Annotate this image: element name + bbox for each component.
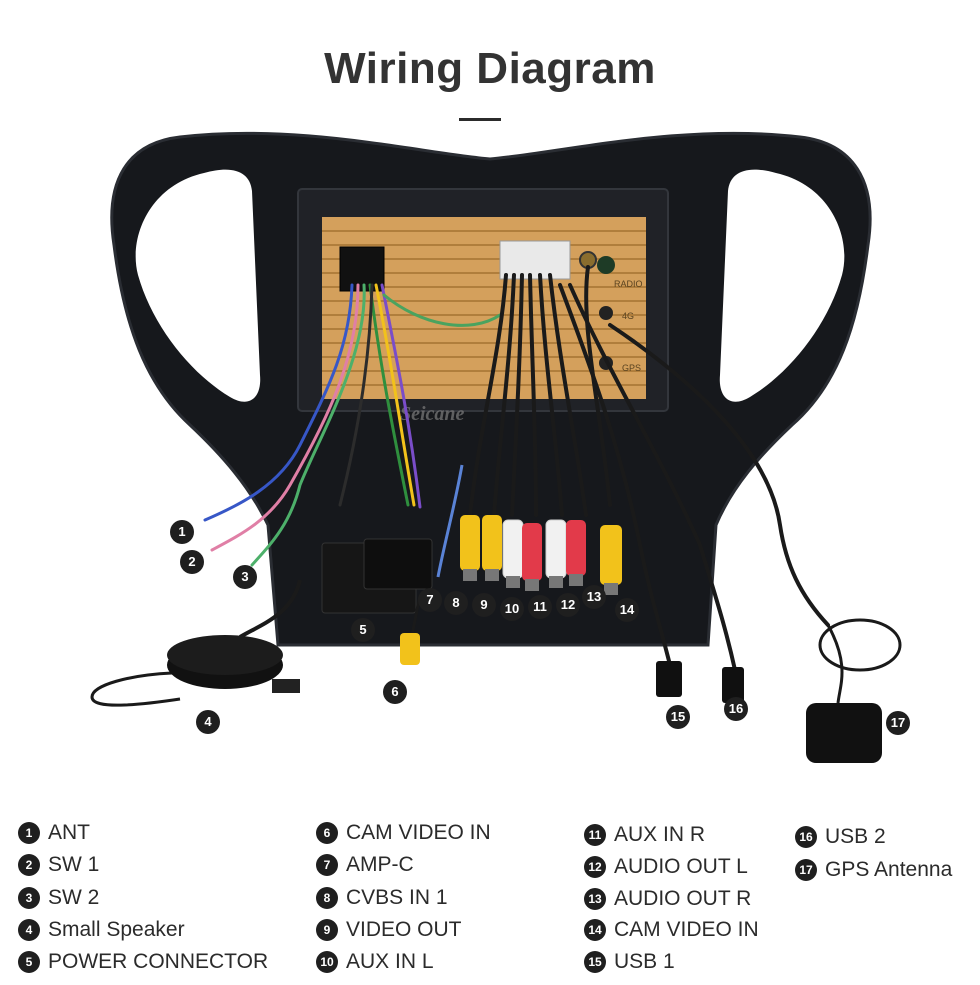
legend-item-12: 12 AUDIO OUT L [584, 853, 748, 881]
legend-badge: 10 [316, 951, 338, 973]
legend-label: AUX IN L [346, 950, 434, 973]
rca-plug-9 [482, 515, 502, 571]
legend-label: SW 2 [48, 886, 100, 909]
speaker-cable [90, 671, 181, 707]
legend-item-8: 8 CVBS IN 1 [316, 884, 448, 912]
legend-label: AUDIO OUT L [614, 855, 748, 878]
legend-badge: 1 [18, 822, 40, 844]
callout-15: 15 [666, 705, 690, 729]
legend-item-16: 16 USB 2 [795, 823, 886, 851]
legend-label: AUDIO OUT R [614, 887, 752, 910]
rca-plug-8 [460, 515, 480, 571]
legend-item-2: 2 SW 1 [18, 851, 99, 879]
legend-badge: 17 [795, 859, 817, 881]
left-cutout [135, 169, 261, 402]
legend-badge: 2 [18, 854, 40, 876]
legend-badge: 3 [18, 887, 40, 909]
page-title: Wiring Diagram [324, 44, 656, 93]
legend-item-6: 6 CAM VIDEO IN [316, 819, 491, 847]
callout-14: 14 [615, 598, 639, 622]
legend-item-3: 3 SW 2 [18, 884, 99, 912]
legend-label: CVBS IN 1 [346, 886, 448, 909]
head-unit-illustration: RADIO 4G GPS Seicane [90, 131, 902, 763]
watermark: Seicane [400, 403, 465, 425]
legend-label: USB 2 [825, 825, 886, 848]
legend-badge: 7 [316, 854, 338, 876]
callout-7: 7 [418, 588, 442, 612]
rca-plug-12 [545, 519, 567, 579]
legend-badge: 11 [584, 824, 606, 846]
legend-label: VIDEO OUT [346, 918, 462, 941]
legend-label: USB 1 [614, 950, 675, 973]
legend-item-9: 9 VIDEO OUT [316, 916, 462, 944]
callout-2: 2 [180, 550, 204, 574]
rca-plug-11 [522, 523, 542, 581]
title-underline [459, 118, 501, 121]
legend-label: GPS Antenna [825, 858, 953, 881]
legend-label: AUX IN R [614, 823, 706, 846]
callout-10: 10 [500, 597, 524, 621]
rca-plug-10 [502, 519, 524, 579]
rca-cam-video-in-1 [400, 633, 420, 665]
callout-5: 5 [351, 618, 375, 642]
legend-label: AMP-C [346, 853, 414, 876]
legend-label: CAM VIDEO IN [614, 918, 759, 941]
legend-item-5: 5 POWER CONNECTOR [18, 948, 268, 976]
callout-9: 9 [472, 593, 496, 617]
legend-badge: 13 [584, 888, 606, 910]
legend-badge: 5 [18, 951, 40, 973]
callout-6: 6 [383, 680, 407, 704]
usb-1-plug [656, 661, 682, 697]
legend-item-14: 14 CAM VIDEO IN [584, 916, 759, 944]
legend-badge: 9 [316, 919, 338, 941]
callout-1: 1 [170, 520, 194, 544]
legend-label: SW 1 [48, 853, 100, 876]
rca-plug-14 [600, 525, 622, 585]
legend-label: CAM VIDEO IN [346, 821, 491, 844]
usb-2-plug [722, 667, 744, 703]
legend-item-11: 11 AUX IN R [584, 821, 705, 849]
legend-label: Small Speaker [48, 918, 185, 941]
legend-item-10: 10 AUX IN L [316, 948, 434, 976]
callout-12: 12 [556, 593, 580, 617]
legend-item-13: 13 AUDIO OUT R [584, 885, 751, 913]
callout-3: 3 [233, 565, 257, 589]
legend-badge: 6 [316, 822, 338, 844]
legend-badge: 12 [584, 856, 606, 878]
gps-antenna-puck [806, 703, 882, 763]
radio-socket [597, 256, 615, 274]
callout-8: 8 [444, 591, 468, 615]
panel-label-4g: 4G [622, 311, 634, 321]
legend-item-7: 7 AMP-C [316, 851, 414, 879]
legend-item-1: 1 ANT [18, 819, 90, 847]
legend-item-4: 4 Small Speaker [18, 916, 185, 944]
legend-label: POWER CONNECTOR [48, 950, 269, 973]
callout-11: 11 [528, 595, 552, 619]
rca-harness-socket [499, 240, 571, 280]
wiring-diagram: RADIO 4G GPS Seicane [0, 125, 980, 805]
main-harness-socket [339, 246, 385, 292]
legend-badge: 4 [18, 919, 40, 941]
panel-label-radio: RADIO [614, 279, 643, 289]
legend-badge: 8 [316, 887, 338, 909]
callout-16: 16 [724, 697, 748, 721]
panel-label-gps: GPS [622, 363, 641, 373]
legend-item-15: 15 USB 1 [584, 948, 675, 976]
rca-plug-13 [566, 520, 586, 576]
legend-label: ANT [48, 821, 90, 844]
callout-4: 4 [196, 710, 220, 734]
callout-17: 17 [886, 711, 910, 735]
port-4g [599, 306, 613, 320]
callout-13: 13 [582, 585, 606, 609]
right-cutout [719, 169, 845, 402]
legend-badge: 16 [795, 826, 817, 848]
legend-badge: 14 [584, 919, 606, 941]
legend-badge: 15 [584, 951, 606, 973]
legend-item-17: 17 GPS Antenna [795, 856, 952, 884]
